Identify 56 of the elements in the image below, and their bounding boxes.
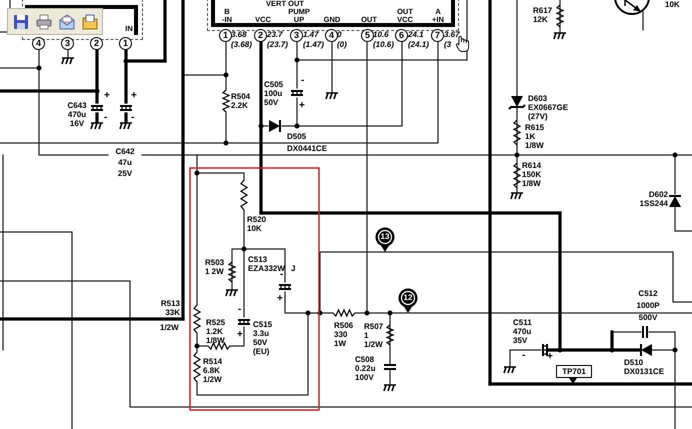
component-label: R507 1 1/2W [364, 322, 384, 349]
component-label: C643 470u 16V [67, 101, 87, 128]
ic-package [207, 0, 459, 31]
component-label: 10K [665, 0, 680, 9]
polarity-sign: - [104, 113, 108, 122]
component-label: R514 6.8K 1/2W [203, 357, 222, 384]
voltage-reading: 3.68 (3.68) [231, 30, 252, 50]
pin-number: 4 [325, 29, 338, 42]
component-label: C515 3.3u 50V (EU) [253, 320, 272, 356]
component-label: C642 47u 25V [115, 146, 135, 179]
pin-number: 5 [361, 29, 374, 42]
polarity-sign: + [277, 294, 283, 303]
component-label: R525 1.2K 1/8W [206, 318, 226, 345]
component-label: R614 150K 1/8W [522, 161, 542, 188]
pin-number: 2 [254, 29, 267, 42]
pin-number: 7 [431, 29, 444, 42]
pin-number: 3 [61, 37, 74, 50]
polarity-sign: - [301, 76, 304, 85]
polarity-sign: - [280, 270, 284, 279]
component-label: R503 1 2W [205, 258, 224, 276]
polarity-sign: - [238, 305, 242, 314]
polarity-sign: + [131, 91, 137, 100]
polarity-sign: - [131, 113, 134, 122]
component-label: D505 DX0441CE [287, 131, 328, 155]
component-label: R615 1K 1/8W [525, 123, 544, 150]
voltage-reading: 3.67 (3 [444, 30, 460, 50]
polarity-sign: + [237, 330, 243, 339]
voltage-reading: 10.6 (10.6) [373, 30, 394, 50]
component-label: C508 0.22u 100V [355, 355, 376, 382]
polarity-sign: + [299, 101, 305, 110]
component-label: R617 12K [533, 6, 552, 24]
component-label: R504 2.2K [231, 92, 250, 110]
component-label: 1/2W [160, 323, 179, 332]
polarity-sign: + [104, 91, 110, 100]
component-label: J [291, 264, 296, 273]
pin-number: 4 [32, 37, 45, 50]
pin-number: 1 [119, 37, 132, 50]
polarity-sign: - [522, 351, 526, 360]
component-label: C512 1000P 500V [636, 288, 660, 324]
component-label: D510 DX0131CE [624, 358, 664, 376]
component-label: D603 EX0667GE (27V) [528, 94, 568, 121]
voltage-reading: 23.7 (23.7) [267, 30, 288, 50]
pin-number: 2 [90, 37, 103, 50]
pin-number: 3 [290, 29, 303, 42]
voltage-reading: 0 (0) [337, 30, 347, 50]
voltage-reading: 1.47 (1.47) [303, 30, 324, 50]
pin-number: 1 [219, 29, 232, 42]
component-label: R506 330 1W [334, 321, 354, 348]
component-label: C513 EZA332W [248, 255, 285, 273]
voltage-reading: 24.1 (24.1) [408, 30, 429, 50]
component-label: C511 470u 35V [513, 318, 532, 345]
pin-number: 6 [395, 29, 408, 42]
component-label: D602 1SS244 [640, 190, 668, 208]
component-label: R520 10K [247, 215, 266, 233]
component-label: R513 33K [160, 299, 180, 317]
component-label: C505 100u 50V [264, 80, 284, 107]
